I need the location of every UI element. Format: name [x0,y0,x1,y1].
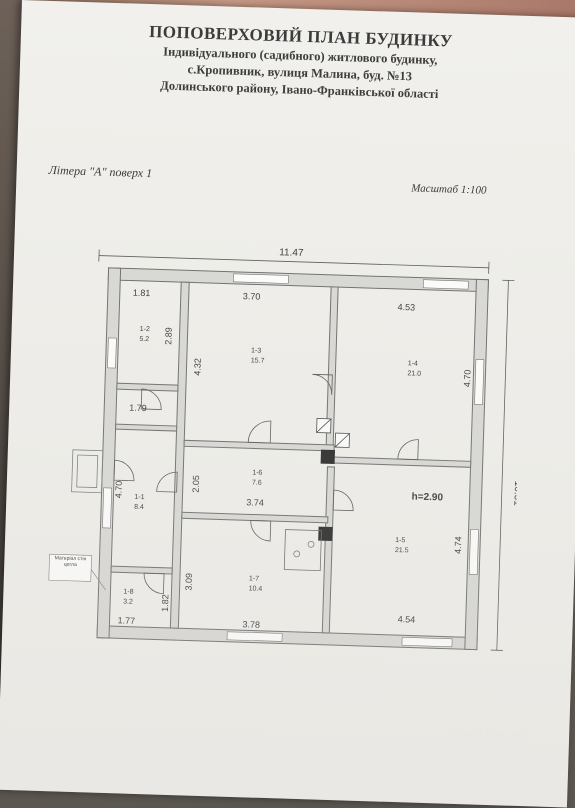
dim-label: 1.79 [129,403,147,414]
room-id: 1-2 [140,326,150,333]
ceiling-height: h=2.90 [411,491,443,503]
floor-plan: 11.47 10.51 [41,196,526,681]
room-id: 1-6 [252,469,262,476]
dim-label: 4.70 [113,481,124,499]
room-area: 15.7 [251,357,265,364]
dim-label: 2.89 [163,327,174,345]
dim-label: 4.54 [398,614,416,625]
dim-label: 1.81 [133,288,151,299]
floor-label: Літера "А" поверх 1 [48,163,152,181]
dim-label: 3.70 [243,291,261,302]
overall-height-dimension: 10.51 [491,280,526,651]
room-id: 1-3 [251,347,261,354]
room-area: 10.4 [249,585,263,592]
dim-label: 3.78 [242,619,260,630]
doors [110,368,420,601]
dim-overall-width: 11.47 [279,247,304,259]
watermark: board.com.ua [452,727,525,741]
dim-label: 3.74 [246,497,264,508]
room-area: 7.6 [252,479,262,486]
dim-label: 4.74 [453,536,464,554]
room-id: 1-8 [123,588,133,595]
stoves [284,418,350,572]
dim-label: 3.09 [184,573,195,591]
dim-label: 4.70 [462,369,473,387]
dim-overall-height: 10.51 [511,481,523,507]
dim-label: 2.05 [191,475,202,493]
scale-label: Масштаб 1:100 [411,182,487,196]
room-area: 3.2 [123,598,133,605]
room-id: 1-5 [395,537,405,544]
room-id: 1-7 [249,575,259,582]
room-area: 21.5 [395,547,409,554]
document-header: ПОПОВЕРХОВИЙ ПЛАН БУДИНКУ Індивідуальног… [59,19,541,105]
dim-label: 1.82 [160,594,171,612]
room-id: 1-1 [134,494,144,501]
entrance-porch [72,450,103,493]
note-text: Матеріал стін цегла [50,555,90,568]
dim-label: 4.53 [397,302,415,313]
dim-label: 1.77 [117,615,135,626]
room-area: 8.4 [134,504,144,511]
windows [99,270,486,648]
room-area: 5.2 [139,336,149,343]
room-id: 1-4 [408,360,418,367]
dim-label: 4.32 [192,358,203,376]
room-area: 21.0 [407,370,421,377]
wall-material-note: Матеріал стін цегла [49,554,107,590]
